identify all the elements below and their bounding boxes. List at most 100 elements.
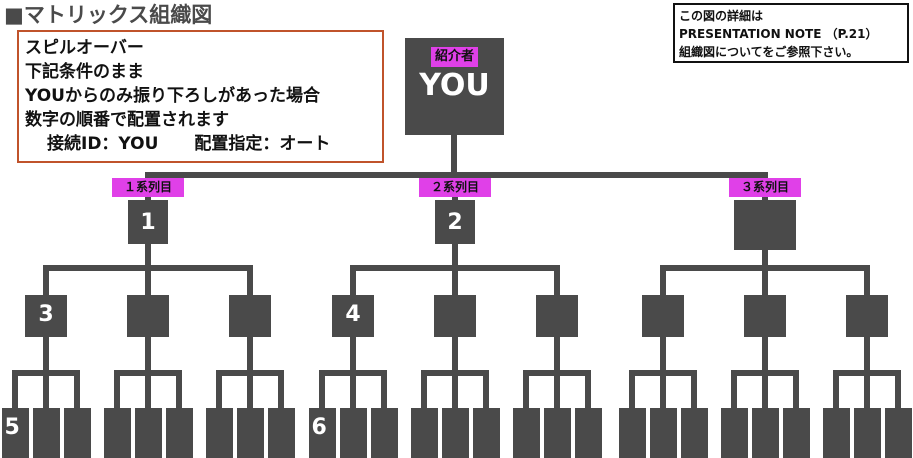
description-conditions: 接続ID：YOU 配置指定：オート	[25, 132, 382, 156]
connector-line	[864, 265, 870, 297]
connector-line	[145, 240, 151, 268]
connector-line	[793, 370, 799, 410]
connector-line	[452, 370, 458, 410]
level3-node	[165, 408, 193, 458]
connector-line	[247, 265, 253, 297]
level3-node	[618, 408, 646, 458]
level1-node: 2	[435, 200, 475, 244]
connector-line	[145, 335, 151, 373]
level2-node	[744, 295, 786, 337]
level3-node	[339, 408, 367, 458]
connector-line	[762, 335, 768, 373]
connector-line	[350, 370, 356, 410]
level3-node	[103, 408, 131, 458]
level3-node	[63, 408, 91, 458]
connector-line	[762, 240, 768, 268]
level3-node	[512, 408, 540, 458]
connector-line	[864, 335, 870, 373]
connector-line	[660, 265, 666, 297]
level3-node	[543, 408, 571, 458]
connector-line	[451, 130, 457, 175]
connector-line	[483, 370, 489, 410]
placement-text: 配置指定：オート	[194, 134, 331, 154]
connector-line	[762, 265, 768, 297]
connection-id-text: 接続ID：YOU	[47, 134, 159, 154]
level2-node-label: 4	[345, 302, 361, 327]
note-line: この図の詳細は	[679, 9, 764, 23]
level3-node	[574, 408, 602, 458]
series-tag: ２系列目	[419, 178, 491, 197]
level2-node	[127, 295, 169, 337]
level3-node	[680, 408, 708, 458]
level2-node: 3	[25, 295, 67, 337]
level3-node	[267, 408, 295, 458]
level2-node	[434, 295, 476, 337]
connector-line	[629, 370, 635, 410]
connector-line	[554, 370, 560, 410]
level2-node	[229, 295, 271, 337]
level2-node: 4	[332, 295, 374, 337]
level3-node: 5	[1, 408, 29, 458]
note-line: PRESENTATION NOTE （P.21）	[679, 27, 878, 41]
level3-node	[205, 408, 233, 458]
connector-line	[145, 265, 151, 297]
level3-node-label: 6	[311, 415, 327, 440]
connector-line	[585, 370, 591, 410]
connector-line	[216, 370, 222, 410]
connector-line	[319, 370, 325, 410]
description-box: スピルオーバー 下記条件のまま YOUからのみ振り下ろしがあった場合 数字の順番…	[17, 30, 384, 163]
level3-node	[134, 408, 162, 458]
connector-line	[452, 335, 458, 373]
connector-line	[43, 335, 49, 373]
note-line: 組織図についてをご参照下さい。	[679, 45, 859, 59]
level3-node	[236, 408, 264, 458]
connector-line	[452, 240, 458, 268]
connector-line	[114, 370, 120, 410]
connector-line	[864, 370, 870, 410]
series-tag: １系列目	[112, 178, 184, 197]
connector-line	[176, 370, 182, 410]
level3-node	[853, 408, 881, 458]
series-tag: ３系列目	[729, 178, 801, 197]
connector-line	[247, 370, 253, 410]
connector-line	[350, 335, 356, 373]
connector-line	[43, 265, 49, 297]
connector-line	[12, 370, 18, 410]
level3-node	[441, 408, 469, 458]
connector-line	[145, 370, 151, 410]
connector-line	[381, 370, 387, 410]
connector-line	[554, 335, 560, 373]
connector-line	[74, 370, 80, 410]
level1-node: 1	[128, 200, 168, 244]
level3-node	[884, 408, 912, 458]
level2-node-label: 3	[38, 302, 54, 327]
connector-line	[660, 370, 666, 410]
level3-node	[649, 408, 677, 458]
connector-line	[691, 370, 697, 410]
description-line: YOUからのみ振り下ろしがあった場合	[25, 86, 320, 106]
connector-line	[452, 265, 458, 297]
level1-node-label: 2	[447, 210, 463, 235]
level3-node	[410, 408, 438, 458]
connector-line	[660, 335, 666, 373]
connector-line	[895, 370, 901, 410]
level3-node	[720, 408, 748, 458]
connector-line	[833, 370, 839, 410]
connector-line	[523, 370, 529, 410]
root-tag: 紹介者	[431, 47, 478, 67]
reference-note: この図の詳細は PRESENTATION NOTE （P.21） 組織図について…	[673, 3, 909, 63]
level1-node-label: 1	[140, 210, 156, 235]
level3-node: 6	[308, 408, 336, 458]
level2-node	[642, 295, 684, 337]
level3-node	[782, 408, 810, 458]
description-line: スピルオーバー	[25, 38, 144, 58]
connector-line	[247, 335, 253, 373]
connector-line	[350, 265, 356, 297]
level2-node	[846, 295, 888, 337]
level3-node	[751, 408, 779, 458]
connector-line	[762, 370, 768, 410]
page-title: ■マトリックス組織図	[4, 3, 213, 27]
level3-node-label: 5	[4, 415, 20, 440]
level3-node	[32, 408, 60, 458]
connector-line	[278, 370, 284, 410]
